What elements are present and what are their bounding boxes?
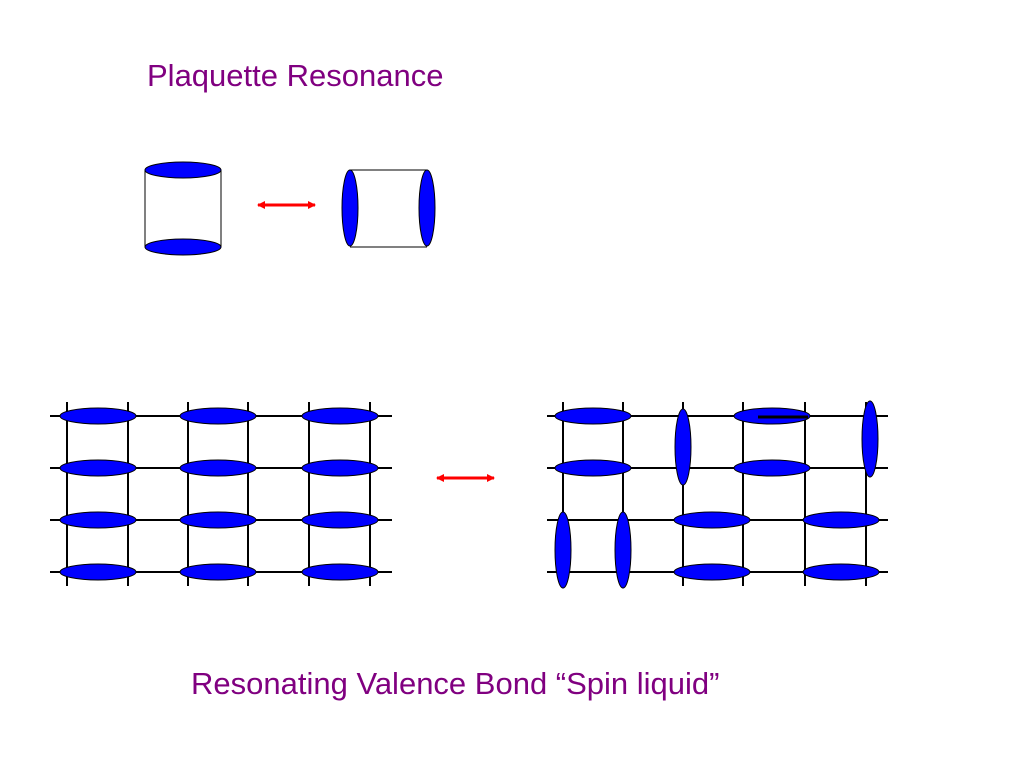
dimer-bonds (59, 407, 379, 581)
dimer-bond (59, 563, 137, 581)
dimer-bond (418, 169, 436, 247)
lattice-resonating-dimers (547, 400, 888, 589)
dimer-bond (802, 563, 880, 581)
dimer-bond (179, 407, 257, 425)
dimer-bond (673, 563, 751, 581)
dimer-bond (733, 459, 811, 477)
dimer-bond (674, 408, 692, 486)
dimer-bond (614, 511, 632, 589)
lattice-grid-lines (50, 402, 392, 586)
dimer-bond (144, 161, 222, 179)
dimer-bond (59, 407, 137, 425)
dimer-bond (802, 511, 880, 529)
dimer-bond (301, 563, 379, 581)
plaquette-horizontal-bonds (144, 161, 222, 256)
lattice-columnar-dimers (50, 402, 392, 586)
plaquette-vertical-bonds (341, 169, 436, 248)
dimer-bond (179, 459, 257, 477)
dimer-bond (59, 459, 137, 477)
slide-caption: Resonating Valence Bond “Spin liquid” (191, 666, 720, 701)
dimer-bond (301, 511, 379, 529)
dimer-bonds (554, 400, 880, 589)
dimer-bond (554, 407, 632, 425)
dimer-bond (554, 511, 572, 589)
dimer-bond (861, 400, 879, 478)
dimer-bond (59, 511, 137, 529)
dimer-bond (301, 407, 379, 425)
dimer-bond (673, 511, 751, 529)
dimer-bond (144, 238, 222, 256)
dimer-bond (179, 563, 257, 581)
dimer-bond (554, 459, 632, 477)
dimer-bond (301, 459, 379, 477)
lattice-grid-lines (547, 402, 888, 586)
dimer-bond (179, 511, 257, 529)
dimer-bond (341, 169, 359, 247)
slide-title: Plaquette Resonance (147, 58, 444, 93)
